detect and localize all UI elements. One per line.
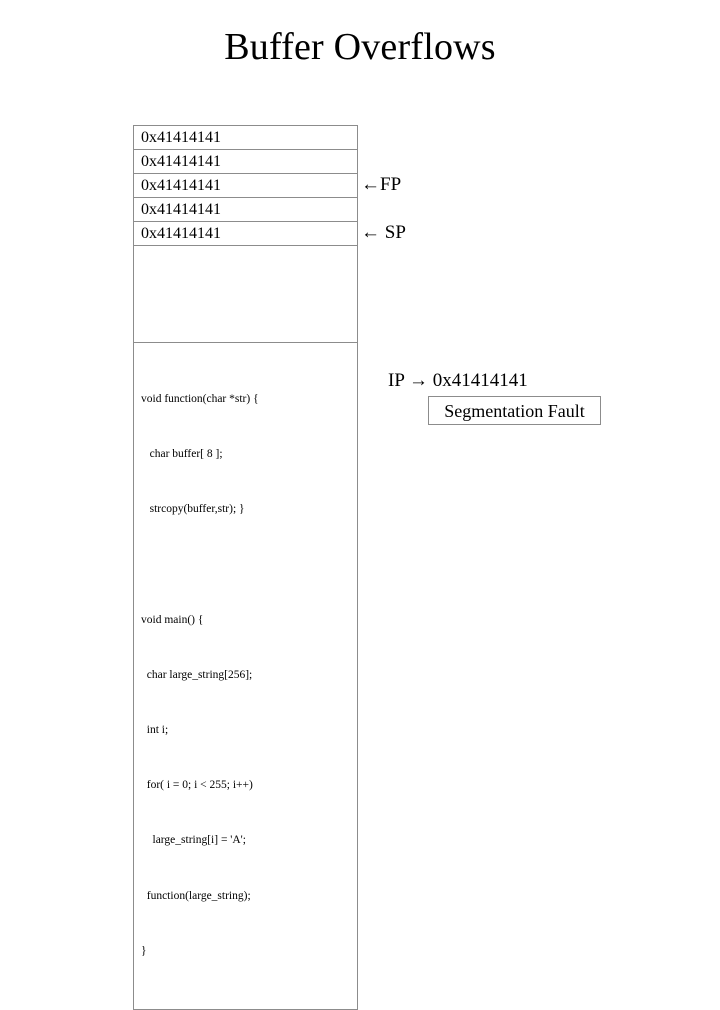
instruction-pointer-label: IP → 0x41414141 [388,370,528,391]
stack-cell: 0x41414141 [134,198,357,222]
code-line: function(large_string); [141,889,251,902]
code-listing: void function(char *str) { char buffer[ … [134,343,357,1009]
stack-cell: 0x41414141 [134,174,357,198]
code-line: void function(char *str) { [141,392,259,405]
frame-pointer-arrow-label: ←FP [361,174,402,195]
stack-cell-empty [134,246,357,343]
code-line: char buffer[ 8 ]; [141,448,223,461]
segmentation-fault-label: Segmentation Fault [444,400,585,421]
code-line: } [141,944,147,957]
stack-cell-value: 0x41414141 [141,176,221,194]
segmentation-fault-box: Segmentation Fault [428,396,601,425]
stack-cell-value: 0x41414141 [141,128,221,146]
stack-cell-value: 0x41414141 [141,152,221,170]
code-line-blank [141,555,351,573]
code-line: int i; [141,724,169,737]
stack-cell-value: 0x41414141 [141,224,221,242]
code-line: char large_string[256]; [141,668,253,681]
stack-cell: 0x41414141 [134,222,357,246]
page-title: Buffer Overflows [224,26,496,68]
stack-cell: 0x41414141 [134,150,357,174]
code-line: strcopy(buffer,str); } [141,503,245,516]
stack-diagram: 0x41414141 0x41414141 0x41414141 0x41414… [133,125,358,1010]
stack-pointer-arrow-label: ← SP [361,222,406,243]
code-line: for( i = 0; i < 255; i++) [141,779,253,792]
stack-cell: 0x41414141 [134,126,357,150]
code-line: large_string[i] = 'A'; [141,834,246,847]
stack-cell-value: 0x41414141 [141,200,221,218]
code-line: void main() { [141,613,204,626]
